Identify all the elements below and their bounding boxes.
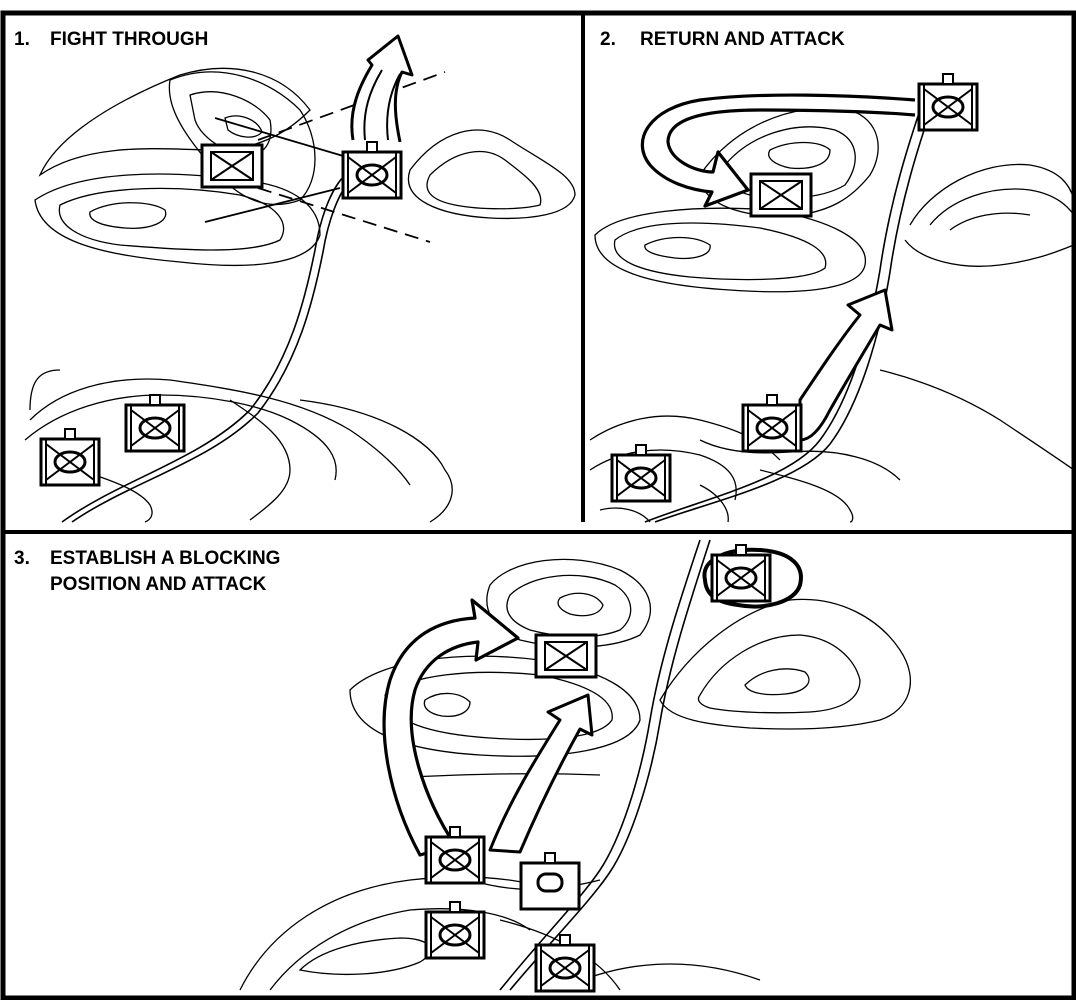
flank-arrow-icon: [382, 598, 520, 857]
advance-arrow-icon: [350, 34, 414, 143]
panel-3-title-line2: POSITION AND ATTACK: [50, 574, 267, 595]
mechanized-unit-symbol: [741, 393, 803, 453]
road: [61, 174, 354, 523]
mechanized-unit-symbol: [534, 933, 596, 993]
return-arrow-icon: [640, 93, 916, 208]
panel-3-title-line1: ESTABLISH A BLOCKING: [50, 548, 280, 569]
panel-2-title: RETURN AND ATTACK: [640, 29, 845, 50]
panel-1-title: FIGHT THROUGH: [50, 29, 208, 50]
panel-2: 2. RETURN AND ATTACK: [589, 29, 1075, 523]
panel-1: 1. FIGHT THROUGH: [14, 29, 576, 523]
enemy-unit-symbol: [749, 172, 813, 218]
armor-unit-symbol: [519, 852, 581, 911]
attack-arrow-icon: [488, 693, 594, 854]
panel-1-number: 1.: [14, 29, 30, 50]
mechanized-unit-symbol: [39, 427, 101, 487]
panel-3: 3. ESTABLISH A BLOCKING POSITION AND ATT…: [14, 539, 911, 993]
enemy-unit-symbol: [534, 633, 598, 679]
panel-3-number: 3.: [14, 548, 30, 569]
mechanized-unit-symbol: [124, 393, 186, 453]
panel-frame: [0, 10, 1076, 1000]
attack-arrow-icon: [798, 288, 894, 442]
terrain-contours: [24, 67, 576, 523]
panel-2-number: 2.: [600, 29, 616, 50]
mechanized-unit-symbol: [610, 443, 672, 503]
mechanized-unit-symbol: [341, 140, 403, 200]
enemy-unit-symbol: [200, 143, 264, 189]
fire-lines: [204, 71, 446, 243]
road: [499, 539, 711, 991]
terrain-contours: [239, 558, 911, 991]
mechanized-unit-symbol: [917, 72, 979, 132]
road: [644, 109, 931, 523]
